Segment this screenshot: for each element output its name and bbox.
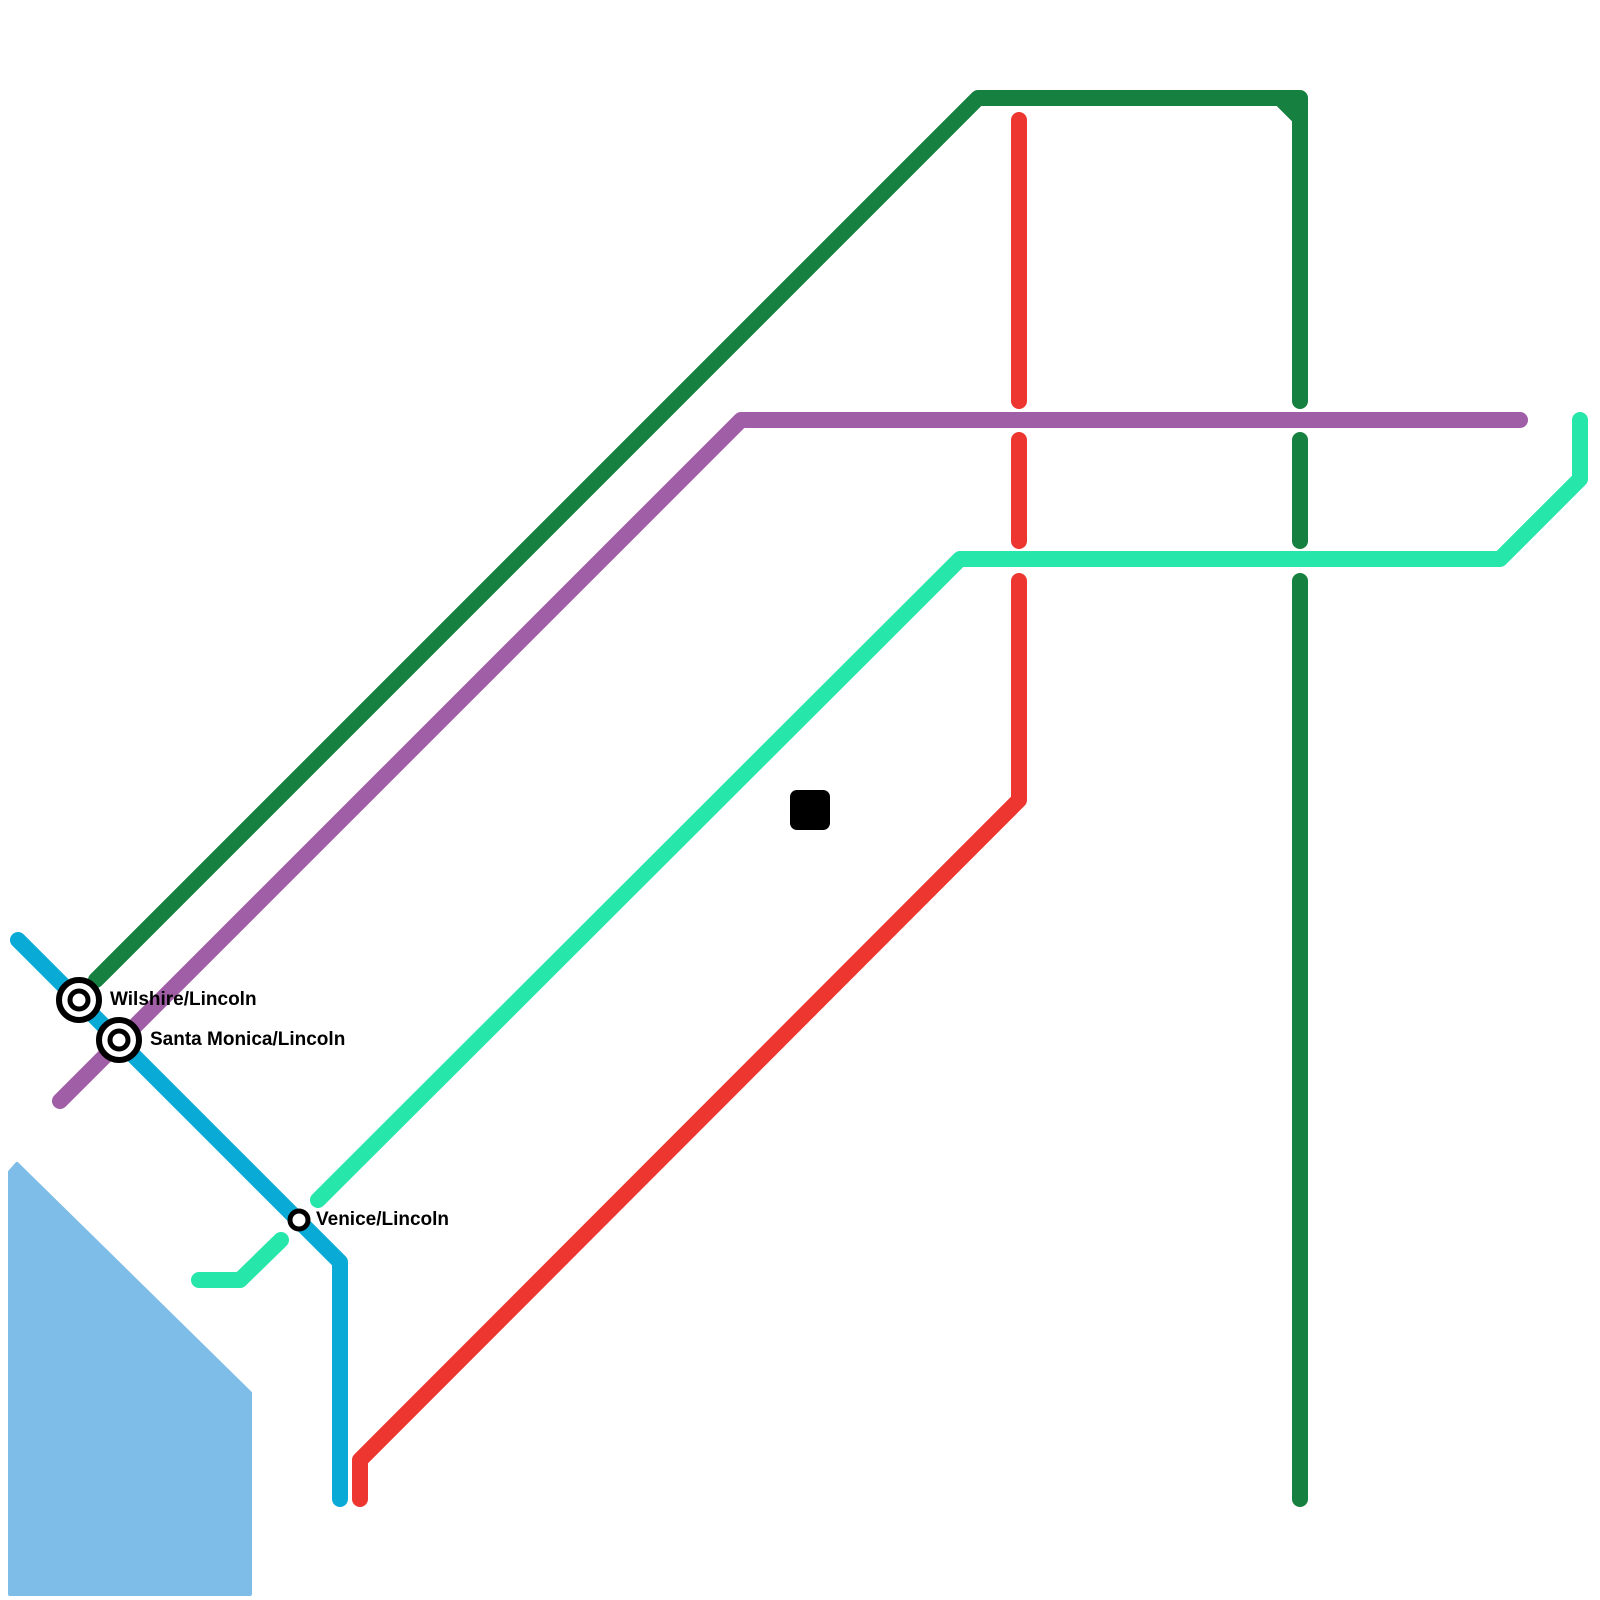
teal-line[interactable] (191, 412, 1588, 1288)
red-line[interactable] (352, 112, 1027, 1507)
station-wilshire-lincoln[interactable]: Wilshire/Lincoln (56, 977, 257, 1023)
station-label: Venice/Lincoln (316, 1209, 449, 1230)
interchange-inner-ring (107, 1028, 131, 1052)
station-venice-lincoln[interactable]: Venice/Lincoln (287, 1208, 449, 1232)
teal-line-main[interactable] (310, 412, 1588, 1208)
purple-line[interactable] (52, 412, 1528, 1109)
red-line-segment-south[interactable] (352, 573, 1027, 1507)
station-label: Wilshire/Lincoln (110, 989, 257, 1010)
teal-line-spur[interactable] (191, 1232, 289, 1288)
dark-green-line-corner (1272, 90, 1308, 126)
square-marker-icon (790, 790, 830, 830)
station-label: Santa Monica/Lincoln (150, 1029, 345, 1050)
dark-green-line-main[interactable] (88, 90, 1308, 988)
station-santa-monica-lincoln[interactable]: Santa Monica/Lincoln (96, 1017, 345, 1063)
interchange-inner-ring (67, 988, 91, 1012)
dark-green-line[interactable] (88, 90, 1308, 1507)
water-area (8, 1162, 252, 1596)
stop-marker (287, 1208, 311, 1232)
